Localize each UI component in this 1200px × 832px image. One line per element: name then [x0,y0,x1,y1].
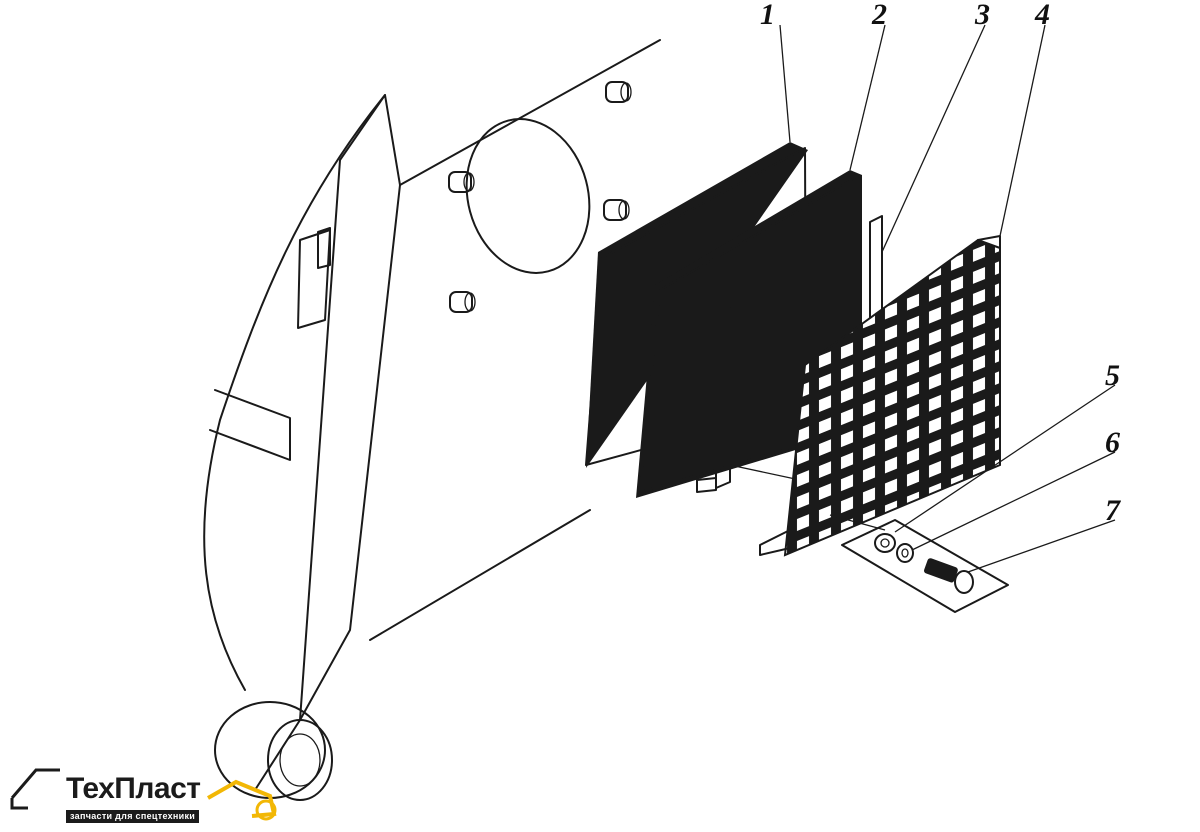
housing-opening [465,118,591,274]
stud [605,81,632,103]
part-6-lock-washer [896,543,914,563]
part-5-flat-washer [874,533,896,553]
callout-label: 6 [1105,426,1120,459]
logo-tagline: запчасти для спецтехники [66,810,200,823]
part-7-screw [924,558,974,594]
stud [603,199,630,221]
callout-label: 7 [1105,494,1121,527]
stud [448,171,475,193]
machine-housing [203,39,661,791]
company-logo: ТехПласт запчасти для спецтехники [8,752,308,830]
callout-label: 5 [1105,359,1120,392]
stud [449,291,476,313]
callout-label: 3 [974,0,990,31]
callout-label: 1 [760,0,775,31]
excavator-outline-icon [10,768,277,821]
leader-lines [779,24,1116,573]
logo-name: ТехПласт [66,772,201,805]
fastener-group [829,514,1009,613]
callout-label: 2 [871,0,887,31]
mounting-studs [448,81,632,313]
callout-label: 4 [1034,0,1050,31]
